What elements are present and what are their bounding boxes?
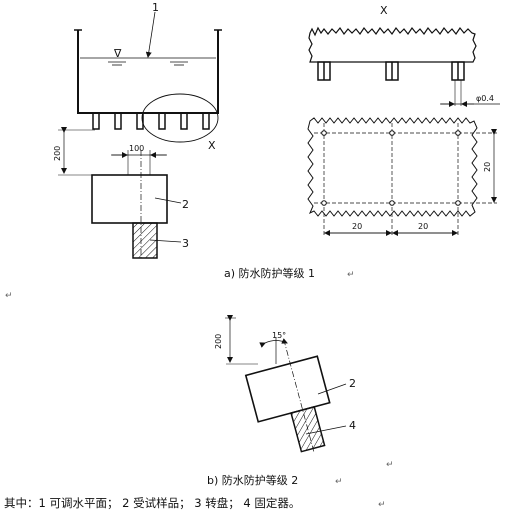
b-dim-200-label: 200 <box>214 334 223 349</box>
b-angle-label: 15° <box>272 331 286 340</box>
water-tank <box>77 30 219 114</box>
return-mark-legend: ↵ <box>378 500 386 510</box>
figure-a-tank-view: ∇ 1 X 200 100 <box>53 1 222 259</box>
water-level-symbol: ∇ <box>113 47 122 60</box>
caption-b: b) 防水防护等级 2 <box>207 473 298 487</box>
callout-1-label: 1 <box>152 1 159 14</box>
dim-spacing-1-label: 20 <box>352 222 362 231</box>
b-holder-block <box>290 405 326 453</box>
dim-200-label: 200 <box>53 146 62 161</box>
nozzle-row <box>92 112 210 130</box>
b-callout-4-leader <box>305 425 347 435</box>
specimen-box <box>91 174 168 224</box>
dim-100-label: 100 <box>129 144 144 153</box>
b-tilted-assembly <box>244 339 331 454</box>
hole-grid-lines <box>314 123 497 236</box>
hole-plate <box>307 117 478 217</box>
b-angle-arc <box>259 338 288 348</box>
figure-b: 200 15° 2 4 <box>214 315 356 454</box>
hole-markers <box>321 130 461 206</box>
callout-1-leader <box>145 11 156 58</box>
b-centerline <box>283 339 315 454</box>
view-x-nozzles <box>317 61 465 81</box>
callout-3-label: 3 <box>182 237 189 250</box>
detail-x-label: X <box>208 139 216 152</box>
callout-2-label: 2 <box>182 198 189 211</box>
figure-a-view-x: X φ0.4 <box>307 4 500 236</box>
return-mark-blank: ↵ <box>5 291 13 301</box>
view-x-label: X <box>380 4 388 17</box>
dia-label: φ0.4 <box>476 94 494 103</box>
dim-spacing-v-label: 20 <box>483 162 492 172</box>
caption-a: a) 防水防护等级 1 <box>224 266 315 280</box>
callout-2-leader <box>154 197 182 204</box>
b-callout-2-label: 2 <box>349 377 356 390</box>
b-callout-4-label: 4 <box>349 419 356 432</box>
b-specimen-box <box>244 355 331 423</box>
b-callout-2-leader <box>317 383 347 395</box>
view-x-plate <box>308 26 477 63</box>
return-mark-b: ↵ <box>335 477 343 487</box>
legend-text: 其中：1 可调水平面； 2 受试样品； 3 转盘； 4 固定器。 <box>4 496 300 510</box>
return-mark-right: ↵ <box>386 460 394 470</box>
dim-spacing-2-label: 20 <box>418 222 428 231</box>
return-mark-a: ↵ <box>347 270 355 280</box>
detail-x-ellipse <box>141 93 219 143</box>
callout-3-leader <box>149 239 182 243</box>
